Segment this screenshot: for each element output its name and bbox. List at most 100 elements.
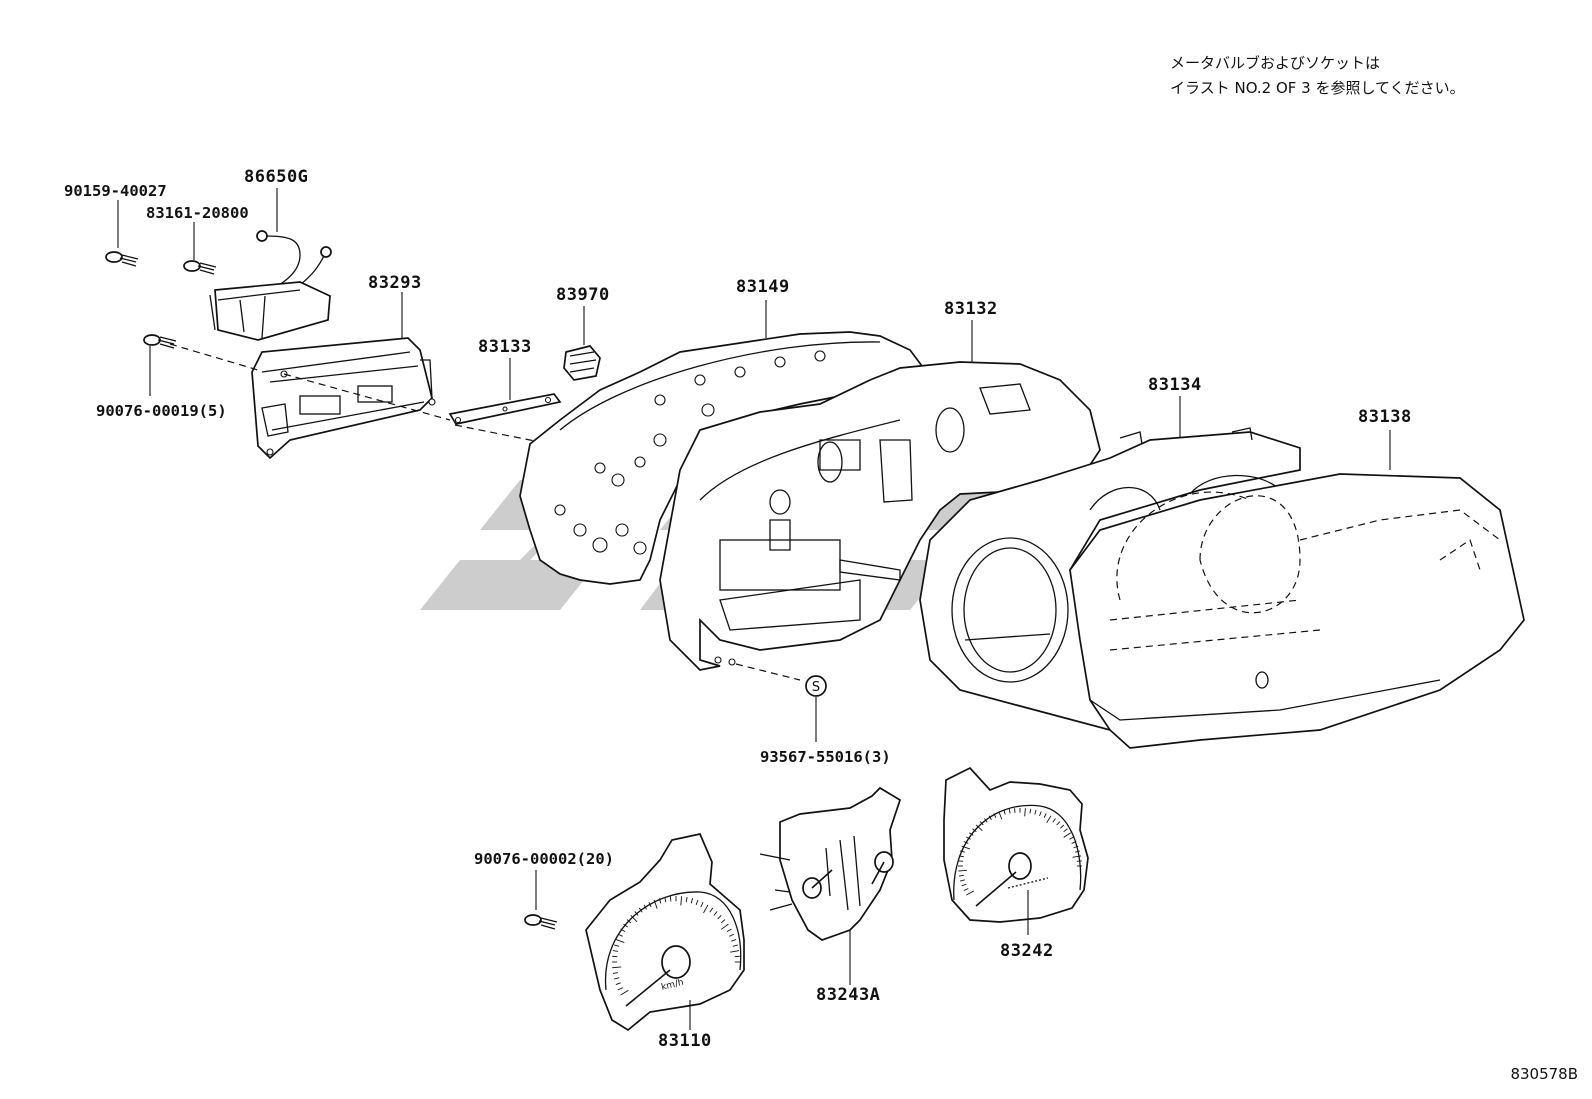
dial-tick	[703, 904, 709, 914]
label-83132[interactable]: 83132	[944, 299, 998, 319]
part-83138-glass[interactable]	[1069, 430, 1525, 749]
dial-tick	[966, 836, 971, 840]
dial-tick	[620, 989, 629, 996]
dial-tick	[1039, 811, 1042, 817]
dial-tick	[961, 883, 967, 887]
dial-tick	[963, 888, 969, 891]
dial-tick	[659, 898, 662, 904]
dial-tick	[620, 928, 626, 933]
label-86650G[interactable]: 86650G	[244, 167, 308, 187]
dial-tick	[975, 824, 983, 832]
dial-tick	[729, 933, 735, 937]
dial-tick	[958, 869, 967, 872]
dial-tick	[1063, 828, 1068, 833]
label-93567-55016[interactable]: 93567-55016(3)	[760, 748, 891, 766]
label-83138[interactable]: 83138	[1358, 407, 1412, 427]
dial-tick	[731, 939, 737, 942]
dial-tick	[1043, 813, 1047, 818]
dial-tick	[612, 950, 619, 952]
dial-tick	[680, 896, 683, 906]
dial-tick	[648, 901, 652, 908]
dial-tick	[1034, 809, 1037, 815]
label-83110[interactable]: 83110	[658, 1031, 712, 1051]
label-83293[interactable]: 83293	[368, 273, 422, 293]
label-83133[interactable]: 83133	[478, 337, 532, 357]
dial-tick	[1069, 836, 1074, 840]
dial-tick	[1046, 815, 1052, 824]
dial-tick	[615, 982, 621, 985]
dial-tick	[717, 915, 722, 920]
dial-tick	[993, 813, 997, 818]
dial-tick	[720, 923, 729, 930]
dial-tick	[615, 939, 625, 944]
dial-tick	[1056, 821, 1061, 826]
part-83134-panel[interactable]	[919, 396, 1301, 732]
label-83149[interactable]: 83149	[736, 277, 790, 297]
screw-90076-00002[interactable]	[524, 870, 558, 930]
dial-tick	[720, 919, 726, 924]
dial-tick	[643, 904, 647, 910]
label-83970[interactable]: 83970	[556, 285, 610, 305]
dial-tick	[1024, 808, 1026, 817]
dial-tick	[968, 832, 974, 836]
screw-90076-00019[interactable]	[143, 334, 177, 396]
dial-tick	[979, 821, 984, 826]
label-83161-20800[interactable]: 83161-20800	[146, 204, 249, 222]
dial-tick	[630, 915, 638, 923]
dial-tick	[1063, 832, 1072, 838]
dial-tick	[612, 966, 622, 969]
label-90159-40027[interactable]: 90159-40027	[64, 182, 167, 200]
label-83243A[interactable]: 83243A	[816, 985, 880, 1005]
part-83243A-fuel-temp-gauge[interactable]	[759, 786, 902, 985]
dial-tick	[958, 855, 964, 858]
dial-tick	[612, 972, 619, 974]
dial-tick	[732, 944, 738, 947]
dial-tick	[1073, 845, 1079, 849]
dial-tick	[1003, 809, 1006, 815]
dial-tick	[713, 911, 718, 916]
dial-tick	[709, 907, 714, 913]
speedo-dial-ticks	[612, 896, 740, 996]
part-83970-connector[interactable]	[563, 306, 601, 381]
part-86650G-buzzer-module[interactable]	[209, 188, 332, 341]
dial-tick	[614, 944, 620, 947]
circuit-holes	[554, 350, 826, 555]
part-83242-tachometer[interactable]	[943, 766, 1089, 935]
screw-83161-20800[interactable]	[183, 222, 217, 275]
dial-tick	[1008, 808, 1011, 814]
dial-tick	[726, 928, 732, 933]
dial-tick	[961, 845, 971, 850]
part-83132-meter-case[interactable]	[659, 320, 1101, 671]
label-83134[interactable]: 83134	[1148, 375, 1202, 395]
dial-tick	[1060, 824, 1065, 829]
dial-tick	[963, 841, 969, 844]
dial-tick	[1074, 850, 1080, 853]
note-line-2: イラスト NO.2 OF 3 を参照してください。	[1170, 79, 1465, 97]
dial-tick	[730, 950, 740, 953]
dial-tick	[634, 911, 639, 916]
dial-tick	[623, 923, 629, 928]
dial-tick	[626, 919, 632, 924]
dial-tick	[690, 898, 693, 904]
label-90076-00019[interactable]: 90076-00019(5)	[96, 402, 227, 420]
part-83133-plate[interactable]	[448, 358, 562, 425]
tach-dial-ticks	[958, 808, 1082, 896]
dial-tick	[638, 907, 643, 913]
screw-marker-s[interactable]: S	[805, 675, 827, 742]
part-83293-bracket[interactable]	[251, 292, 436, 460]
dial-tick	[664, 896, 667, 903]
label-90076-00002[interactable]: 90076-00002(20)	[474, 850, 614, 868]
dial-tick	[617, 987, 623, 991]
label-83242[interactable]: 83242	[1000, 941, 1054, 961]
dial-tick	[1052, 818, 1056, 823]
dial-tick	[958, 874, 964, 877]
dial-tick	[695, 899, 699, 906]
dial-tick	[614, 977, 620, 980]
dial-tick	[617, 933, 623, 937]
screw-90159-40027[interactable]	[105, 200, 139, 267]
screw-marker-label: S	[812, 680, 820, 695]
part-83110-speedometer[interactable]: km/h	[585, 833, 745, 1032]
dial-tick	[1071, 841, 1077, 844]
